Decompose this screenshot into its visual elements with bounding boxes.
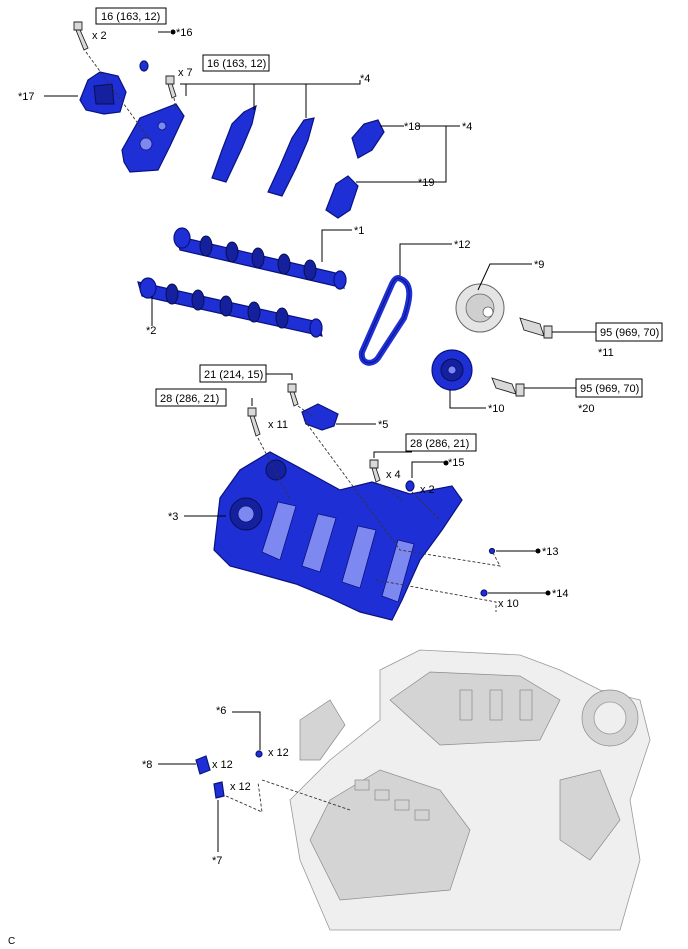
quantity-label: x 7 [178,67,193,79]
torque-spec-t7: 28 (286, 21) [405,433,477,452]
torque-text: 95 (969, 70) [600,327,659,339]
bolt-21 [287,383,299,407]
bolt-28-x4 [369,459,381,483]
bullet-16-icon [170,29,176,35]
bolt-16-x2 [73,21,89,51]
part-6-small [255,750,263,758]
part-16-seal [139,60,149,72]
part-13-dowel [488,547,496,555]
callout-label: *19 [418,177,435,189]
part-8-valve-lifter [195,755,211,775]
torque-spec-t6: 28 (286, 21) [155,388,227,407]
bullet-13-icon [535,548,541,554]
part-5-bracket [301,403,339,431]
callout-label: *7 [212,855,222,867]
engine-assembly [289,649,651,931]
bullet-15-icon [443,460,449,466]
callout-label: *4 [360,73,370,85]
part-7-lash-adjuster [213,781,225,799]
part-1-camshaft [173,227,347,290]
torque-text: 16 (163, 12) [207,58,266,70]
bearing-cap-bracket [121,103,185,173]
callout-label: *15 [448,457,465,469]
quantity-label: x 4 [386,469,401,481]
callout-label: *9 [534,259,544,271]
leader-lines [44,31,596,852]
torque-text: 28 (286, 21) [410,438,469,450]
torque-text: 16 (163, 12) [101,11,160,23]
bolt-28-x11 [247,407,261,437]
quantity-label: x 10 [498,598,519,610]
callout-label: *13 [542,546,559,558]
callout-label: *20 [578,403,595,415]
torque-text: 95 (969, 70) [580,383,639,395]
torque-spec-t5: 21 (214, 15) [199,364,267,383]
callout-label: *4 [462,121,472,133]
quantity-label: x 12 [230,781,251,793]
figure-code: C [8,936,15,947]
part-4-bearing-caps [211,104,385,219]
quantity-label: x 12 [212,759,233,771]
bolt-95-a [519,317,553,339]
callout-label: *17 [18,91,35,103]
dashed-reference-lines [85,51,501,813]
torque-text: 28 (286, 21) [160,393,219,405]
quantity-label: x 2 [420,484,435,496]
torque-spec-t1: 16 (163, 12) [95,7,167,25]
bolt-16-x7 [165,75,177,99]
quantity-label: x 2 [92,30,107,42]
part-15-pin [405,480,415,492]
callout-label: *6 [216,705,226,717]
part-14-plug [480,589,488,597]
part-2-camshaft [137,277,323,338]
torque-spec-t3: 95 (969, 70) [595,322,663,342]
callout-label: *2 [146,325,156,337]
quantity-label: x 11 [268,419,288,431]
bullet-14-icon [545,590,551,596]
callout-label: *3 [168,511,178,523]
callout-label: *10 [488,403,505,415]
callout-label: *5 [378,419,388,431]
torque-spec-t4: 95 (969, 70) [575,378,643,398]
callout-label: *14 [552,588,569,600]
part-12-timing-chain [358,274,413,366]
part-10-gear [431,349,473,391]
quantity-label: x 12 [268,747,289,759]
callout-label: *11 [598,347,614,359]
callout-label: *18 [404,121,421,133]
callout-label: *16 [176,27,193,39]
callout-label: *8 [142,759,152,771]
part-3-camshaft-housing [213,451,463,621]
callout-label: *12 [454,239,471,251]
torque-text: 21 (214, 15) [204,369,263,381]
part-9-vvt-gear [455,283,505,333]
torque-spec-t2: 16 (163, 12) [202,54,270,72]
bolt-95-b [491,377,525,397]
callout-label: *1 [354,225,364,237]
part-17-cover [79,71,127,115]
